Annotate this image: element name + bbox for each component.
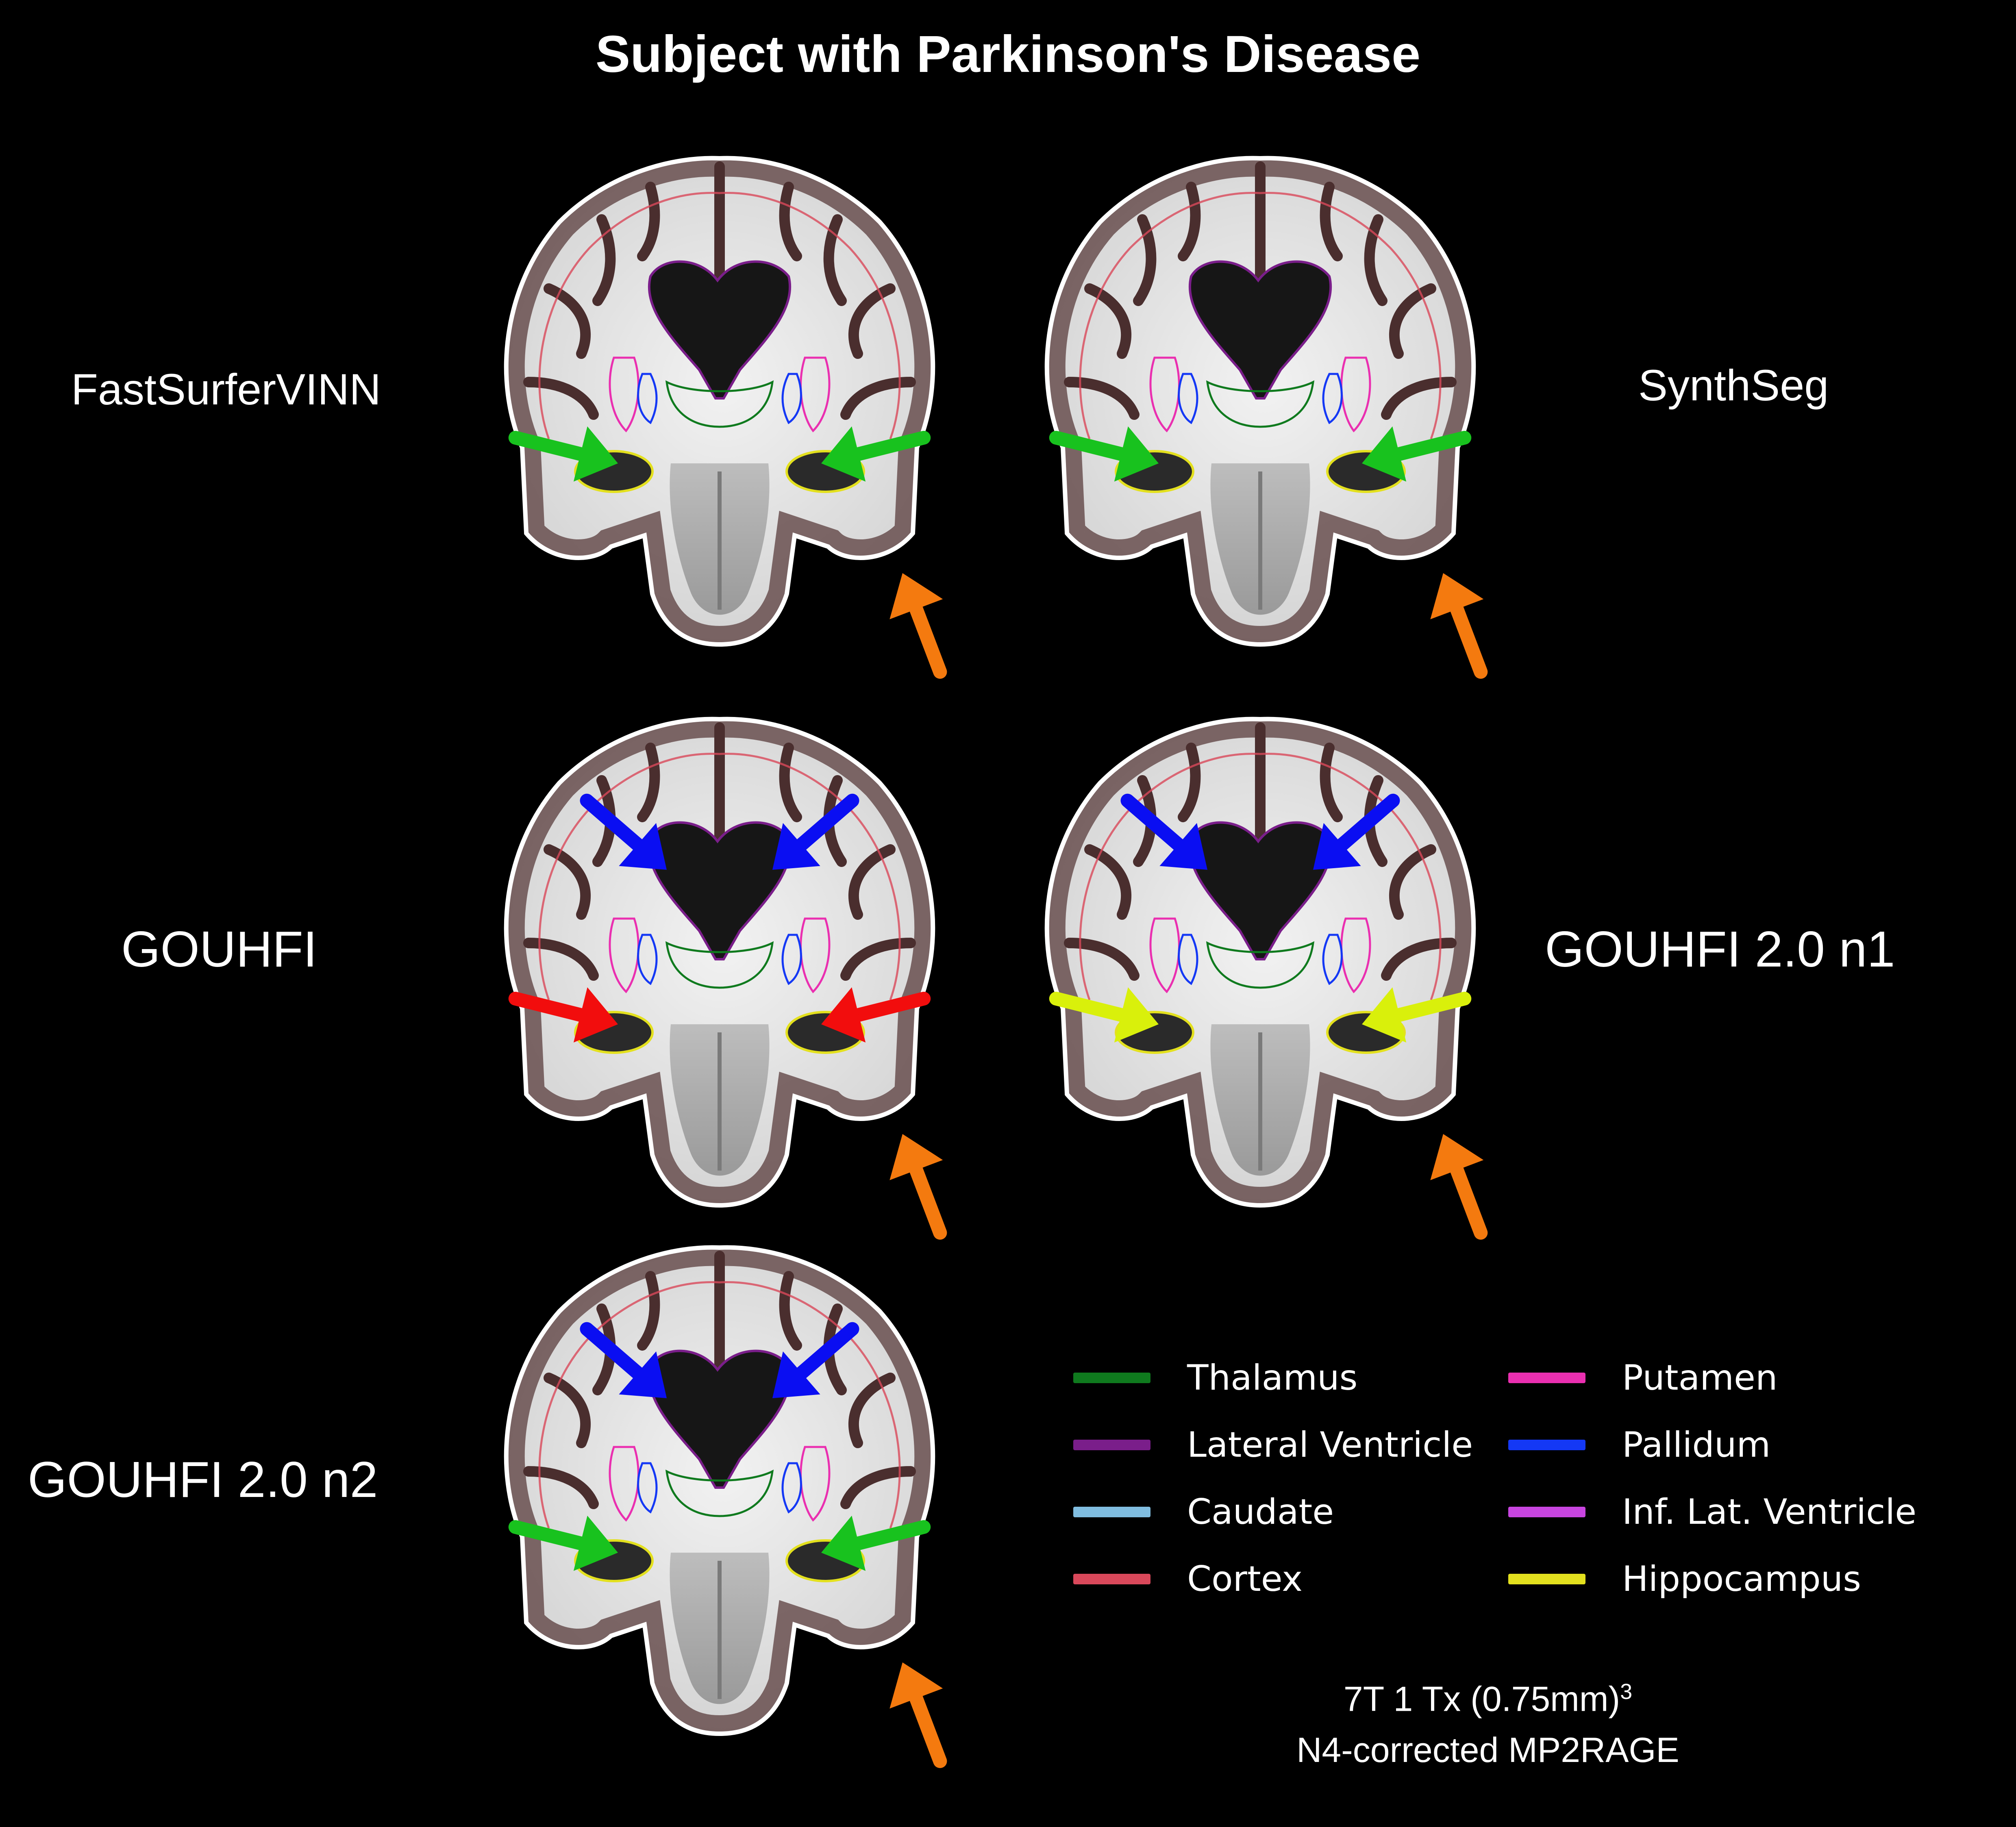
caption-line-2: N4-corrected MP2RAGE bbox=[1296, 1730, 1679, 1770]
yellow-arrow-left bbox=[1049, 987, 1159, 1043]
legend-item-thalamus: Thalamus bbox=[1073, 1353, 1357, 1402]
caption-line-1-text: 7T 1 Tx (0.75mm) bbox=[1343, 1679, 1620, 1719]
legend-swatch bbox=[1508, 1574, 1585, 1584]
yellow-arrow-right bbox=[1362, 987, 1472, 1043]
green-arrow-left bbox=[508, 426, 618, 482]
orange-arrow-bottom bbox=[1430, 1134, 1488, 1240]
legend-swatch bbox=[1073, 1507, 1150, 1517]
orange-arrow-bottom bbox=[889, 573, 947, 679]
label-gouhfi: GOUHFI bbox=[121, 921, 318, 978]
legend-swatch bbox=[1508, 1373, 1585, 1383]
caption-line-1: 7T 1 Tx (0.75mm)3 bbox=[1203, 1666, 1772, 1725]
brain-image-fastsurfervinn bbox=[504, 156, 947, 679]
red-arrow-right bbox=[821, 987, 931, 1043]
legend-swatch bbox=[1073, 1373, 1150, 1383]
blue-arrow-right bbox=[772, 793, 859, 870]
legend-item-pallidum: Pallidum bbox=[1508, 1421, 1770, 1469]
legend-label: Putamen bbox=[1622, 1358, 1778, 1398]
legend-swatch bbox=[1508, 1440, 1585, 1450]
legend-label: Inf. Lat. Ventricle bbox=[1622, 1492, 1917, 1532]
blue-arrow-right bbox=[772, 1322, 859, 1398]
legend-item-inf-lat-ventricle: Inf. Lat. Ventricle bbox=[1508, 1488, 1916, 1536]
acquisition-caption: 7T 1 Tx (0.75mm)3 N4-corrected MP2RAGE bbox=[1203, 1666, 1772, 1776]
blue-arrow-left bbox=[580, 793, 667, 870]
label-fastsurfervinn: FastSurferVINN bbox=[71, 365, 381, 414]
legend-item-caudate: Caudate bbox=[1073, 1488, 1334, 1536]
blue-arrow-left bbox=[580, 1322, 667, 1398]
blue-arrow-left bbox=[1120, 793, 1207, 870]
brain-image-gouhfi-2-0-n2 bbox=[504, 1245, 947, 1768]
caption-superscript: 3 bbox=[1620, 1679, 1633, 1704]
green-arrow-right bbox=[821, 1516, 931, 1571]
legend-label: Hippocampus bbox=[1622, 1559, 1862, 1599]
orange-arrow-bottom bbox=[1430, 573, 1488, 679]
legend-label: Lateral Ventricle bbox=[1187, 1425, 1473, 1465]
legend-swatch bbox=[1073, 1574, 1150, 1584]
legend-swatch bbox=[1508, 1507, 1585, 1517]
orange-arrow-bottom bbox=[889, 1662, 947, 1768]
legend-item-lateral-ventricle: Lateral Ventricle bbox=[1073, 1421, 1473, 1469]
legend-item-cortex: Cortex bbox=[1073, 1555, 1303, 1603]
legend-item-hippocampus: Hippocampus bbox=[1508, 1555, 1861, 1603]
label-gouhfi-2-0-n2: GOUHFI 2.0 n2 bbox=[28, 1452, 378, 1508]
green-arrow-left bbox=[508, 1516, 618, 1571]
legend-label: Cortex bbox=[1187, 1559, 1303, 1599]
brain-image-synthseg bbox=[1044, 156, 1488, 679]
green-arrow-right bbox=[1362, 426, 1472, 482]
brain-tissue bbox=[508, 1249, 931, 1732]
label-synthseg: SynthSeg bbox=[1638, 361, 1829, 410]
legend-label: Caudate bbox=[1187, 1492, 1334, 1532]
green-arrow-right bbox=[821, 426, 931, 482]
blue-arrow-right bbox=[1313, 793, 1400, 870]
orange-arrow-bottom bbox=[889, 1134, 947, 1240]
figure-title: Subject with Parkinson's Disease bbox=[595, 25, 1421, 83]
brain-image-gouhfi bbox=[504, 717, 947, 1240]
legend: Thalamus Lateral Ventricle Caudate Corte… bbox=[1073, 1353, 1927, 1618]
legend-label: Pallidum bbox=[1622, 1425, 1771, 1465]
legend-item-putamen: Putamen bbox=[1508, 1353, 1777, 1402]
legend-label: Thalamus bbox=[1187, 1358, 1358, 1398]
red-arrow-left bbox=[508, 987, 618, 1043]
green-arrow-left bbox=[1049, 426, 1159, 482]
brain-image-gouhfi-2-0-n1 bbox=[1044, 717, 1488, 1240]
label-gouhfi-2-0-n1: GOUHFI 2.0 n1 bbox=[1545, 921, 1895, 978]
legend-swatch bbox=[1073, 1440, 1150, 1450]
